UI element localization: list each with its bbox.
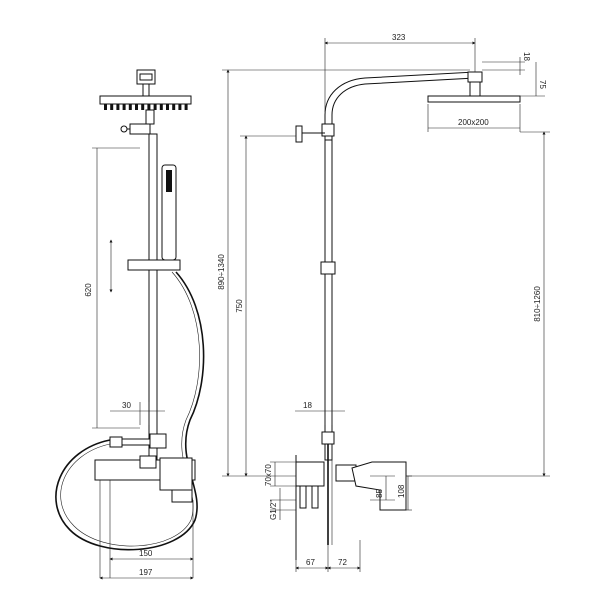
nozzle [166,104,169,110]
nozzle [172,104,176,110]
dim-arm-reach: 323 [392,33,406,42]
side-view: 323 18 75 200x200 890÷1340 750 810÷1260 … [217,33,550,572]
dim-head-size: 200x200 [458,118,489,127]
rail-side [324,139,333,461]
nozzle [110,104,114,110]
dim-slide-range: 620 [84,283,93,297]
shower-head-nozzles [104,104,188,110]
dim-rail-front: 30 [122,401,131,410]
mixer-inlet-side [295,461,325,487]
nozzle [135,104,138,110]
dim-mixer-85: 85 [375,489,384,498]
nozzle [104,104,107,110]
dim-mixer-108: 108 [397,484,406,498]
diverter-knob-side [295,125,303,143]
shower-head-side [427,95,521,103]
nozzle [128,104,132,110]
nozzle [178,104,182,110]
nozzle [141,104,145,110]
dim-inlet-size: 70x70 [264,464,273,486]
dim-total-height: 890÷1340 [217,254,226,290]
mixer-lever-front [159,457,193,491]
hose-front [55,271,205,551]
mixer-lever-side [351,461,407,511]
nozzle [147,104,151,110]
dim-side-height: 750 [235,299,244,313]
slider-side [320,261,336,275]
slider-bracket-front [127,259,181,271]
nozzle [159,104,163,110]
dim-rail-side: 18 [303,401,312,410]
front-view: 620 30 150 197 [55,69,205,580]
nozzle [153,104,157,110]
dim-head-drop: 75 [538,80,547,89]
nozzle [116,104,120,110]
shower-head-front [99,95,192,105]
nozzle [122,104,126,110]
dim-head-thickness: 18 [522,52,531,61]
nozzle [184,104,188,110]
diverter-knob-front [129,123,151,135]
dim-mixer-150: 150 [139,549,153,558]
shower-arm [324,71,476,141]
dim-offset-72: 72 [338,558,347,567]
dim-offset-67: 67 [306,558,315,567]
dim-mixer-197: 197 [139,568,153,577]
dim-outlet-height: 810÷1260 [533,286,542,322]
dim-inlet-thread: G1/2" [269,500,278,520]
